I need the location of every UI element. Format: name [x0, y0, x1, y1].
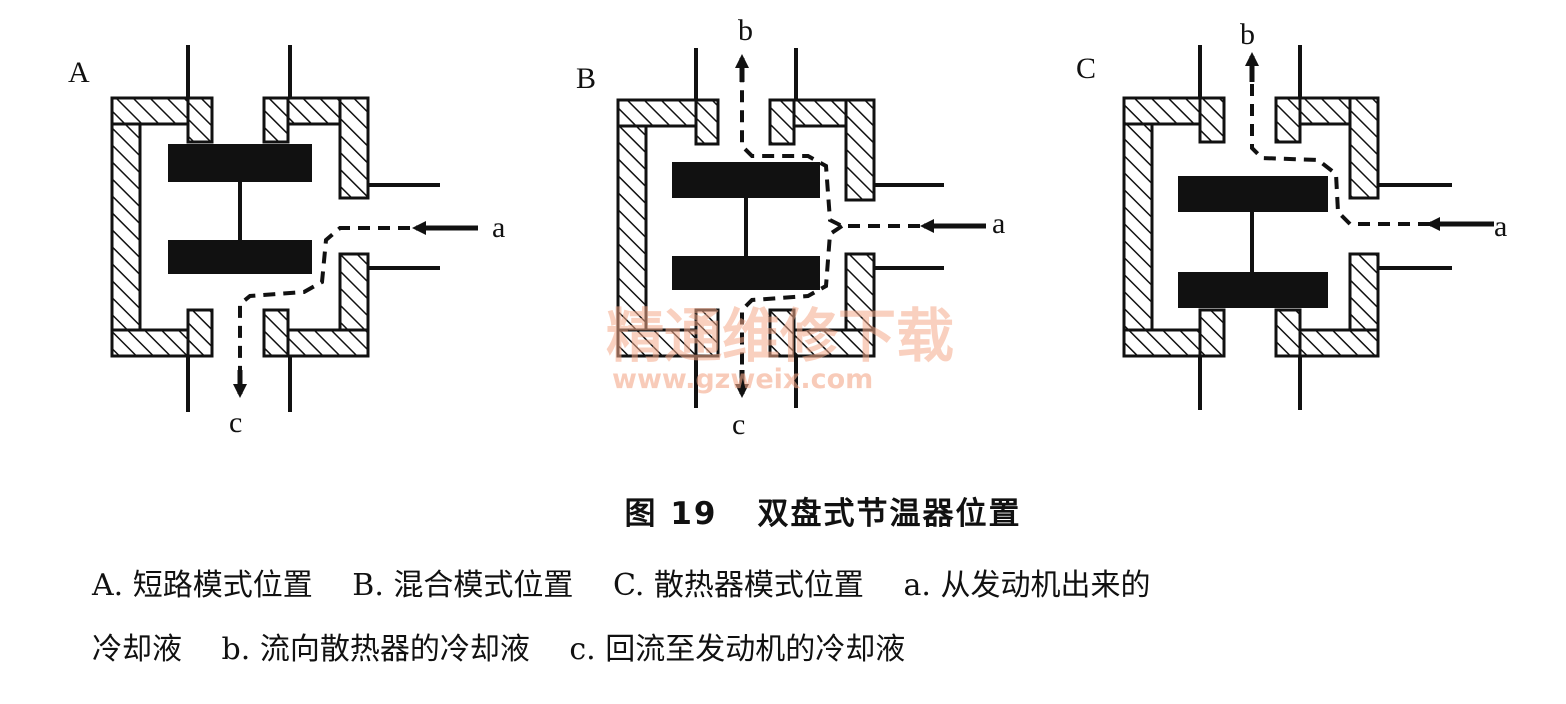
flow-label-c: c	[229, 406, 242, 439]
upper-valve-disc	[672, 162, 820, 198]
legend-line-1: A. 短路模式位置 B. 混合模式位置 C. 散热器模式位置 a. 从发动机出来…	[92, 560, 1512, 604]
thermostat-housing	[616, 98, 876, 358]
radiator-flow-path	[1250, 60, 1490, 226]
legend-item: A. 短路模式位置	[92, 568, 313, 603]
figure-caption-title: 图 19 双盘式节温器位置	[0, 488, 1566, 533]
upper-valve-disc	[168, 144, 312, 182]
lower-valve-disc	[1178, 272, 1328, 308]
panel-b: B	[576, 14, 1005, 441]
lower-valve-disc	[168, 240, 312, 274]
panel-c: C	[1076, 18, 1507, 410]
legend-item: b. 流向散热器的冷却液	[221, 632, 530, 667]
return-flow-path	[740, 224, 844, 392]
coolant-flow-path	[238, 226, 470, 392]
legend-line-2: 冷却液 b. 流向散热器的冷却液 c. 回流至发动机的冷却液	[92, 624, 1512, 668]
watermark-text: 精通维修下载	[606, 302, 954, 370]
panel-label-a: A	[68, 56, 90, 89]
panel-label-b: B	[576, 62, 596, 95]
watermark-url: www.gzweix.com	[612, 364, 873, 395]
thermostat-diagram: A	[68, 14, 1507, 441]
lower-valve-disc	[672, 256, 820, 290]
upper-valve-disc	[1178, 176, 1328, 212]
legend-item: 冷却液	[92, 632, 182, 667]
legend-item: C. 散热器模式位置	[612, 568, 864, 603]
flow-label-b: b	[738, 14, 753, 47]
panel-a: A	[68, 45, 505, 439]
flow-label-c: c	[732, 408, 745, 441]
legend-item: c. 回流至发动机的冷却液	[569, 632, 906, 667]
figure-title: 双盘式节温器位置	[757, 496, 1022, 532]
flow-label-b: b	[1240, 18, 1255, 51]
watermark: 精通维修下载 www.gzweix.com	[606, 302, 954, 395]
flow-label-a: a	[492, 211, 505, 244]
panel-label-c: C	[1076, 52, 1096, 85]
legend-item: B. 混合模式位置	[352, 568, 574, 603]
flow-label-a: a	[992, 207, 1005, 240]
thermostat-housing	[1122, 96, 1380, 358]
legend-item: a. 从发动机出来的	[903, 568, 1151, 603]
thermostat-housing	[110, 96, 370, 358]
flow-label-a: a	[1494, 210, 1507, 243]
figure-number: 图 19	[624, 496, 718, 532]
